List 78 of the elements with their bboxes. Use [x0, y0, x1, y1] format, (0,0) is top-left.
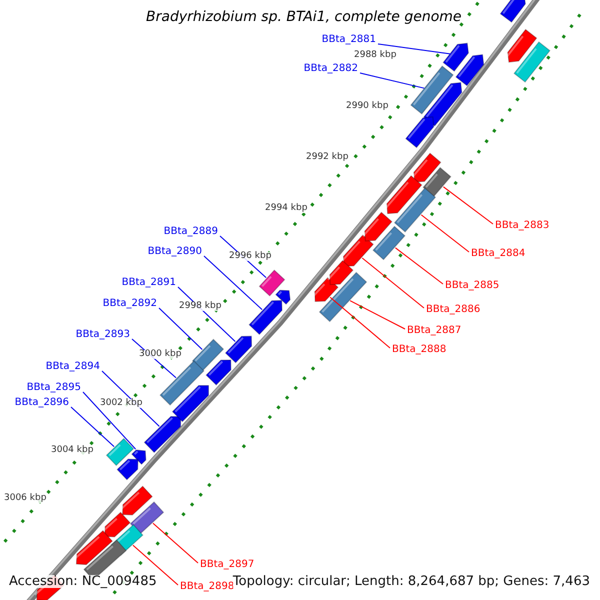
gene-block	[318, 272, 368, 322]
gene-block	[500, 0, 526, 23]
gene-label: BBta_2881	[322, 35, 376, 45]
gene-block	[384, 175, 422, 214]
gene-block	[394, 187, 436, 233]
gene-block	[248, 300, 283, 336]
gene-label: BBta_2889	[164, 227, 218, 237]
accession-text: Accession: NC_009485	[9, 575, 157, 588]
gene-block	[327, 260, 354, 286]
leader-line	[360, 72, 425, 89]
scale-label: 3002 kbp	[100, 399, 142, 408]
gene-block	[131, 449, 146, 465]
leader-line	[158, 308, 203, 350]
gene-block	[102, 512, 131, 538]
gene-block	[224, 336, 252, 364]
scale-label: 3004 kbp	[51, 446, 94, 455]
gene-block	[275, 290, 291, 305]
leader-line	[132, 544, 178, 586]
gene-label: BBta_2892	[102, 299, 157, 309]
gene-label: BBta_2886	[426, 305, 480, 315]
gene-block	[192, 338, 224, 372]
gene-block	[410, 65, 454, 115]
scale-label: 3006 kbp	[4, 494, 46, 503]
gene-block	[120, 486, 153, 516]
gene-block	[442, 42, 469, 72]
gene-block	[159, 360, 205, 406]
gene-label: BBta_2885	[445, 281, 500, 291]
gene-block	[513, 41, 551, 83]
scale-label: 2996 kbp	[229, 252, 272, 261]
scale-label: 2992 kbp	[306, 153, 348, 162]
gene-label: BBta_2893	[76, 330, 130, 340]
gene-label: BBta_2891	[122, 278, 176, 288]
leader-line	[378, 44, 451, 54]
scale-label: 3000 kbp	[139, 350, 182, 359]
leader-line	[442, 186, 494, 224]
gene-label: BBta_2895	[26, 383, 81, 393]
gene-label: BBta_2890	[148, 247, 202, 257]
title: Bradyrhizobium sp. BTAi1, complete genome	[146, 10, 462, 24]
leader-line	[362, 258, 424, 308]
gene-block	[106, 438, 134, 466]
gene-block	[362, 212, 393, 242]
gene-block	[116, 458, 138, 480]
gene-block	[411, 152, 442, 183]
leader-line	[152, 522, 198, 564]
gene-label: BBta_2887	[407, 326, 462, 336]
gene-block	[172, 384, 210, 422]
gene-block	[372, 226, 406, 260]
leader-line	[70, 406, 115, 448]
genome-info-text: Topology: circular; Length: 8,264,687 bp; Genes: 7,463	[232, 575, 590, 588]
scale-label: 2994 kbp	[265, 204, 308, 213]
leader-line	[350, 300, 406, 330]
gene-block	[258, 269, 286, 297]
gene-label: BBta_2884	[471, 249, 526, 259]
scale-label: 2988 kbp	[354, 51, 396, 60]
gene-block	[455, 54, 484, 86]
gene-block	[144, 416, 182, 454]
gene-block	[405, 116, 434, 148]
gene-label: BBta_2882	[304, 64, 358, 74]
gene-block	[422, 166, 452, 198]
scale-label: 2990 kbp	[346, 102, 388, 111]
gene-block	[130, 501, 164, 535]
gene-block	[312, 277, 339, 302]
gene-block	[423, 82, 462, 127]
leader-line	[82, 392, 136, 450]
gene-label: BBta_2894	[46, 362, 100, 372]
gene-block	[74, 530, 113, 566]
leader-line	[330, 296, 390, 348]
gene-label: BBta_2896	[14, 398, 69, 408]
leader-line	[394, 247, 444, 284]
scale-label: 2998 kbp	[179, 302, 222, 311]
gene-label: BBta_2888	[392, 345, 446, 355]
gene-block	[206, 359, 232, 386]
gene-block	[505, 28, 538, 63]
leader-line	[204, 256, 263, 310]
gene-label: BBta_2883	[495, 221, 550, 231]
gene-label: BBta_2898	[180, 582, 234, 592]
leader-line	[420, 214, 470, 252]
gene-label: BBta_2897	[200, 560, 254, 570]
